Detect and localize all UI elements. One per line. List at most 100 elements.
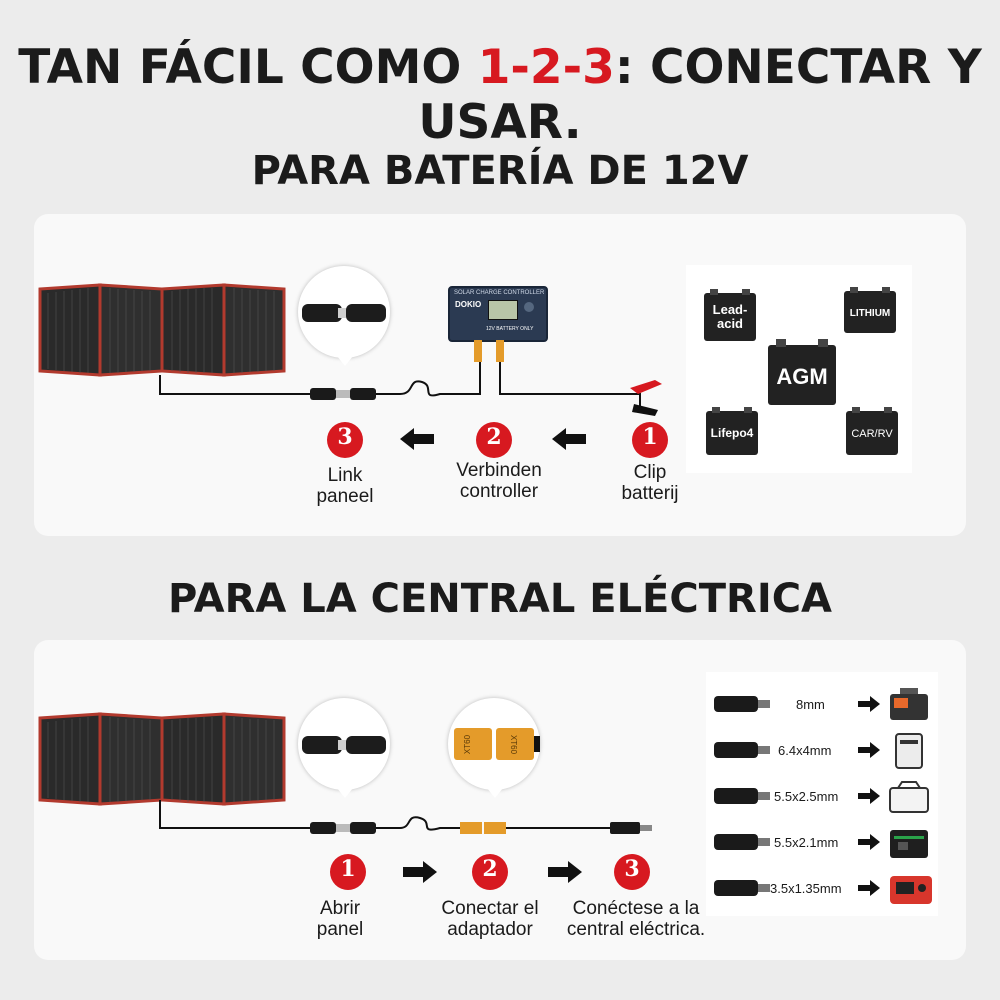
connector-row: 5.5x2.5mm: [706, 774, 938, 818]
battery-icon: [844, 287, 896, 333]
sae-connector-zoom: [298, 698, 390, 790]
step-label-line: panel: [316, 919, 364, 940]
arrow-right-icon: [858, 834, 880, 850]
step-label-clip-battery: Clip batterij: [600, 462, 700, 504]
step-label-line: batterij: [621, 483, 679, 504]
step-label-line: Conectar el: [441, 898, 539, 919]
step-label-line: Verbinden: [456, 460, 542, 481]
dc-plug-icon: [714, 834, 770, 850]
step-badge-2: [472, 854, 508, 890]
battery-icon: [706, 407, 758, 455]
dc-plug-icon: [714, 696, 770, 712]
battery-section-title: PARA BATERÍA DE 12V: [251, 148, 749, 194]
battery-label: LITHIUM: [849, 308, 891, 319]
step-label-line: Clip: [633, 462, 667, 483]
battery-icon: [768, 339, 836, 405]
arrow-left-icon: [400, 428, 434, 450]
charge-controller: SOLAR CHARGE CONTROLLER DOKIO 12V BATTER…: [448, 286, 548, 342]
battery-agm: AGM: [766, 337, 838, 407]
step-label-line: controller: [459, 481, 539, 502]
step-number: 2: [482, 856, 498, 882]
arrow-right-icon: [858, 788, 880, 804]
station-cable-illustration: [159, 800, 652, 834]
controller-tag: 12V BATTERY ONLY: [486, 326, 534, 332]
arrow-left-icon: [552, 428, 586, 450]
controller-lcd-display: [488, 300, 518, 320]
connector-size: 5.5x2.5mm: [774, 789, 839, 804]
battery-car-rv: CAR/RV: [844, 405, 900, 457]
xt60-label-right: XT60: [509, 734, 519, 755]
step-badge-2: [476, 422, 512, 458]
connector-row: 6.4x4mm: [706, 728, 938, 772]
battery-label-line: acid: [716, 315, 743, 331]
controller-button: [524, 302, 534, 312]
step-label-line: adaptador: [447, 919, 533, 940]
controller-brand: DOKIO: [455, 300, 482, 309]
solar-panel-illustration: [38, 283, 286, 377]
connector-size: 8mm: [796, 697, 825, 712]
step-label-open-panel: Abrir panel: [290, 898, 390, 940]
connector-row: 5.5x2.1mm: [706, 820, 938, 864]
arrow-right-icon: [858, 696, 880, 712]
sae-connector-icon: [302, 736, 386, 754]
connector-size: 6.4x4mm: [778, 743, 832, 758]
battery-cable-illustration: [159, 352, 662, 416]
zoom-pointer-icon: [487, 788, 503, 798]
connector-size: 5.5x2.1mm: [774, 835, 839, 850]
step-badge-1: [330, 854, 366, 890]
xt60-label-left: XT60: [463, 734, 473, 755]
battery-icon: [846, 407, 898, 455]
power-station-icon: [890, 830, 928, 858]
zoom-pointer-icon: [337, 788, 353, 798]
battery-lifepo4: Lifepo4: [704, 405, 760, 457]
battery-label: Lifepo4: [710, 426, 754, 440]
headline: TAN FÁCIL COMO 1-2-3: CONECTAR Y USAR.: [0, 40, 1000, 150]
headline-prefix: TAN FÁCIL COMO: [18, 40, 462, 95]
step-number: 1: [642, 424, 658, 450]
zoom-pointer-icon: [337, 356, 353, 366]
sae-connector-zoom: [298, 266, 390, 358]
battery-lithium: LITHIUM: [842, 285, 898, 335]
step-badge-3: [614, 854, 650, 890]
step-label-line: paneel: [316, 486, 374, 507]
sae-connector-icon: [302, 304, 386, 322]
battery-icon: [704, 289, 756, 341]
step-badge-1: [632, 422, 668, 458]
step-label-line: Link: [327, 465, 363, 486]
step-label-line: Conéctese a la: [572, 898, 700, 919]
dc-connectors-card: 8mm 6.4x4mm 5.5x2.5mm 5.5x2.1mm 3.5x1.35…: [706, 672, 938, 916]
headline-suffix: : CONECTAR Y USAR.: [418, 40, 982, 150]
power-station-icon: [890, 688, 928, 720]
connector-size: 3.5x1.35mm: [770, 881, 842, 896]
headline-highlight: 1-2-3: [477, 40, 615, 95]
dc-plug-icon: [714, 742, 770, 758]
step-label-connect-adapter: Conectar el adaptador: [420, 898, 560, 940]
step-label-line: Abrir: [319, 898, 361, 919]
power-station-icon: [895, 733, 923, 769]
connector-row: 3.5x1.35mm: [706, 866, 938, 910]
xt60-connector-icon: [454, 728, 540, 760]
solar-panel-illustration: [38, 712, 286, 806]
battery-lead-acid: Lead-acid: [702, 287, 758, 343]
power-station-icon: [889, 781, 929, 813]
step-label-connect-station: Conéctese a la central eléctrica.: [558, 898, 714, 940]
battery-label: CAR/RV: [851, 428, 893, 440]
solar-panel-segments: [38, 283, 286, 377]
arrow-right-icon: [858, 880, 880, 896]
arrow-right-icon: [403, 861, 437, 883]
controller-header-text: SOLAR CHARGE CONTROLLER: [454, 290, 545, 296]
connector-row: 8mm: [706, 682, 938, 726]
step-badge-3: [327, 422, 363, 458]
step-number: 2: [486, 424, 502, 450]
step-label-line: central eléctrica.: [566, 919, 706, 940]
step-label-connect-controller: Verbinden controller: [434, 460, 564, 502]
battery-label-line: Lead-: [712, 302, 748, 317]
battery-types-card: Lead-acid LITHIUM AGM Lifepo4 CAR/RV: [686, 265, 912, 473]
arrow-right-icon: [858, 742, 880, 758]
power-station-icon: [890, 876, 932, 904]
battery-label: AGM: [776, 364, 828, 389]
dc-plug-icon: [714, 788, 770, 804]
battery-label: Lead-acid: [702, 303, 758, 330]
arrow-right-icon: [548, 861, 582, 883]
step-number: 3: [337, 424, 353, 450]
